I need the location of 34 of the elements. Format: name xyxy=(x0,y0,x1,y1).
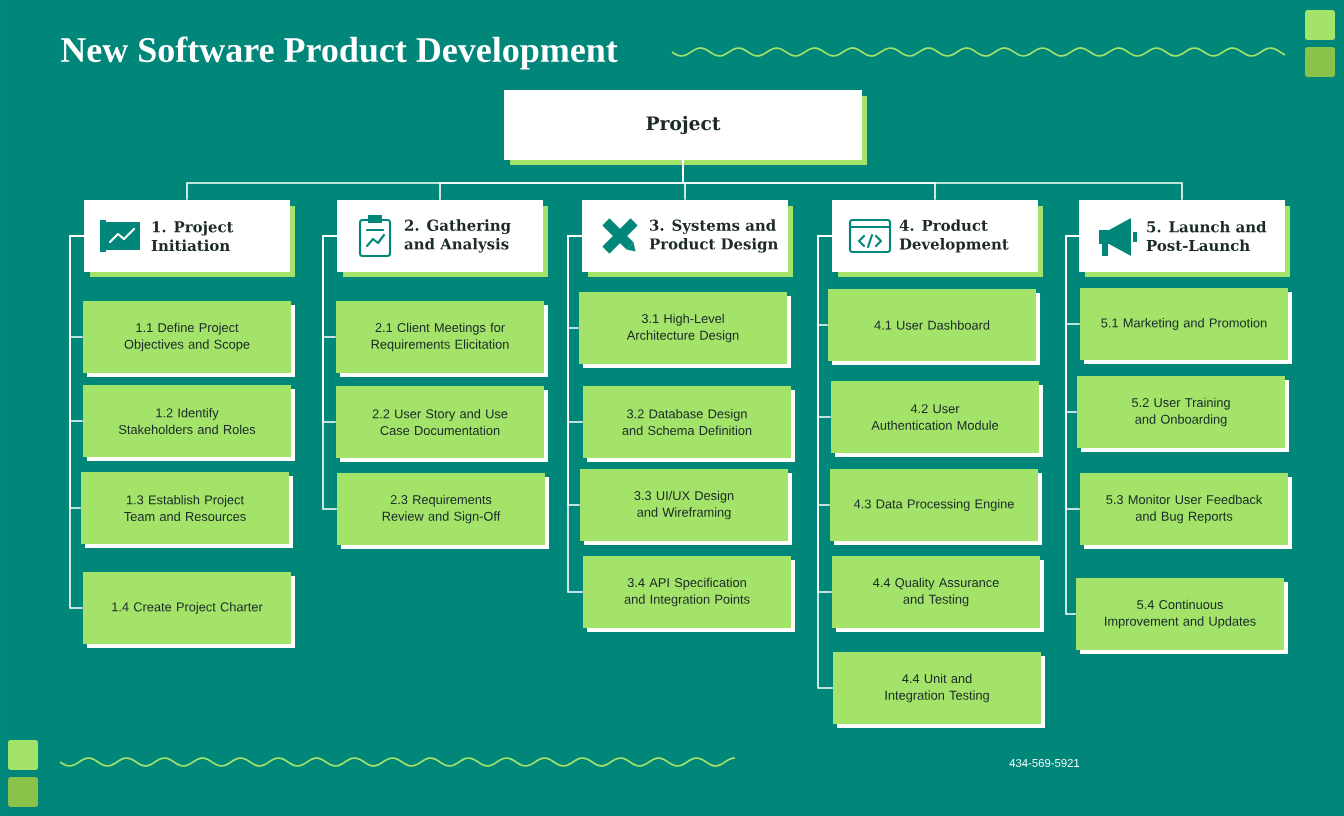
connector-line xyxy=(567,235,584,593)
task-box: 1.3 Establish Project Team and Resources xyxy=(81,472,293,548)
task-box: 5.1 Marketing and Promotion xyxy=(1080,288,1292,364)
phase-box: 1. Project Initiation xyxy=(84,200,295,277)
task-box: 3.4 API Specification and Integration Points xyxy=(583,556,795,632)
task-box: 3.3 UI/UX Design and Wireframing xyxy=(580,469,792,545)
task-box: 4.3 Data Processing Engine xyxy=(830,469,1042,545)
task-box: 1.4 Create Project Charter xyxy=(83,572,295,648)
task-box: 5.2 User Training and Onboarding xyxy=(1077,376,1289,452)
connector-line xyxy=(682,159,1183,201)
connector-line xyxy=(322,235,338,510)
task-box: 2.3 Requirements Review and Sign-Off xyxy=(337,473,549,549)
phase-box: 5. Launch and Post-Launch xyxy=(1079,200,1290,277)
task-box: 4.4 Quality Assurance and Testing xyxy=(832,556,1044,632)
phase-box: 4. Product Development xyxy=(832,200,1043,277)
task-box: 1.2 Identify Stakeholders and Roles xyxy=(83,385,295,461)
connector-line xyxy=(69,235,85,609)
phase-box: 2. Gathering and Analysis xyxy=(337,200,548,277)
task-box: 4.2 User Authentication Module xyxy=(831,381,1043,457)
task-box: 3.2 Database Design and Schema Definition xyxy=(583,386,795,462)
title: New Software Product Development xyxy=(60,36,618,70)
task-box: 3.1 High-Level Architecture Design xyxy=(579,292,791,368)
phone-number: 434-569-5921 xyxy=(1009,759,1080,767)
connector-line xyxy=(817,235,834,689)
task-box: 2.1 Client Meetings for Requirements Elicitation xyxy=(336,301,548,377)
task-box: 5.4 Continuous Improvement and Updates xyxy=(1076,578,1288,654)
task-box: 1.1 Define Project Objectives and Scope xyxy=(83,301,295,377)
task-box: 4.4 Unit and Integration Testing xyxy=(833,652,1045,728)
phase-box: 3. Systems and Product Design xyxy=(582,200,793,277)
task-box: 2.2 User Story and Use Case Documentation xyxy=(336,386,548,462)
connector-line xyxy=(1065,235,1080,615)
task-box: 5.3 Monitor User Feedback and Bug Reports xyxy=(1080,473,1292,549)
root-box: Project xyxy=(504,90,867,165)
task-box: 4.1 User Dashboard xyxy=(828,289,1040,365)
